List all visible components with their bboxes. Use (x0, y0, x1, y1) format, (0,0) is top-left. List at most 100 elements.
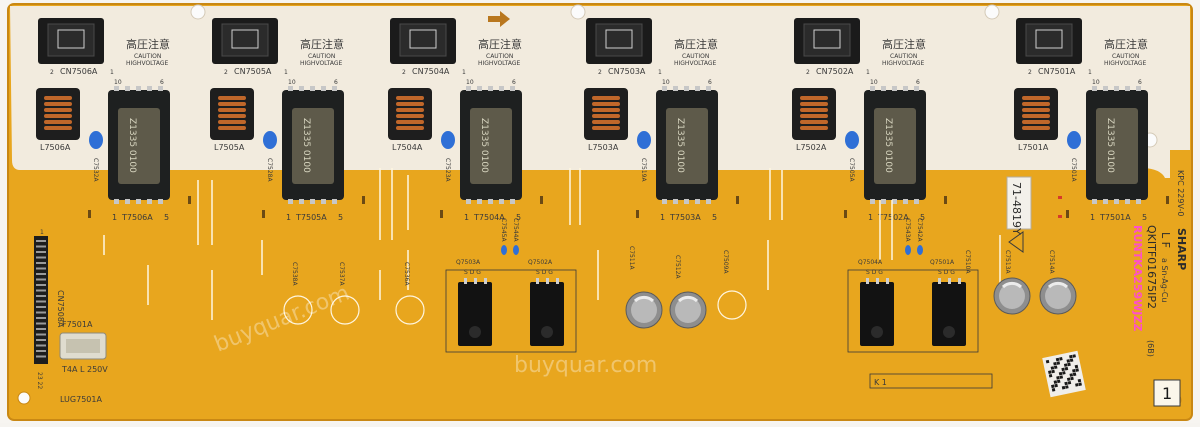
mosfet-lead (886, 278, 889, 284)
smd-part (1066, 210, 1069, 218)
inductor-label: L7501A (1018, 143, 1049, 152)
transformer-pin-number: 5 (1142, 213, 1147, 222)
transformer-pin-number: 1 (464, 213, 469, 222)
connector-pin (36, 328, 46, 330)
inductor-winding (1022, 102, 1050, 106)
transformer-pin-number: 1 (660, 213, 665, 222)
transformer-pin (881, 199, 886, 204)
transformer-pin (114, 86, 119, 91)
hv-connector-pin: 1 (110, 69, 114, 76)
inductor-winding (44, 126, 72, 130)
page-mark: 1 (1162, 384, 1172, 403)
barcode-cell (1072, 354, 1076, 358)
transformer-pin (1136, 199, 1141, 204)
hv-connector-socket (47, 23, 95, 57)
inductor-label: L7503A (588, 143, 619, 152)
mosfet-hole (469, 326, 481, 338)
hv-connector-label: CN7506A (60, 67, 98, 76)
transformer-core (666, 108, 708, 184)
transformer-pin (1092, 199, 1097, 204)
transformer-pin (914, 86, 919, 91)
red-mark (1058, 196, 1062, 199)
inductor-winding (218, 126, 246, 130)
caution-text: HIGHVOLTAGE (126, 60, 169, 67)
transformer-pin (488, 199, 493, 204)
barcode-cell (1072, 369, 1076, 373)
connector-pin (36, 251, 46, 253)
barcode-cell (1045, 359, 1050, 364)
barcode-cell (1075, 368, 1079, 372)
connector-pin (36, 256, 46, 259)
transformer-core-text: Z1335 0100 (301, 118, 311, 173)
cap-footprint (330, 295, 360, 325)
hv-connector-pin: 2 (224, 69, 228, 76)
transformer-pin-number: 10 (662, 79, 670, 86)
barcode-cell (1054, 383, 1058, 388)
barcode-cell (1078, 382, 1082, 386)
fuse-core (66, 339, 100, 353)
barcode-cell (1067, 362, 1071, 367)
hv-warning-text: 高圧注意 (882, 37, 926, 51)
barcode-cell (1077, 378, 1082, 383)
smd-part (944, 196, 947, 204)
transformer-pin (695, 199, 700, 204)
smd-part (736, 196, 739, 204)
inductor-winding (44, 102, 72, 106)
ceramic-capacitor (263, 131, 277, 149)
caution-text: HIGHVOLTAGE (300, 60, 343, 67)
hv-connector-pin: 2 (50, 69, 54, 76)
inductor-winding (44, 96, 72, 100)
mosfet-hole (541, 326, 553, 338)
transformer-pin (1136, 86, 1141, 91)
hv-connector-pin: 1 (462, 69, 466, 76)
barcode-cell (1048, 373, 1053, 378)
transformer-pin-number: 6 (512, 79, 516, 86)
inductor-winding (1022, 126, 1050, 130)
capacitor-label: C7510A (964, 250, 971, 274)
transformer-core-text: Z1335 0100 (127, 118, 137, 173)
ceramic-capacitor (89, 131, 103, 149)
transformer-pin (684, 199, 689, 204)
connector-pin (36, 262, 46, 264)
barcode-cell (1055, 357, 1060, 362)
mosfet-label: Q7501A (930, 259, 955, 266)
k1-box (869, 373, 993, 389)
transformer-core-text: Z1335 0100 (675, 118, 685, 173)
transformer-pin-number: 1 (1090, 213, 1095, 222)
transformer-pin (1103, 86, 1108, 91)
mosfet-body (932, 282, 966, 346)
inductor-winding (592, 102, 620, 106)
capacitor-label: C7543A (904, 218, 911, 242)
electrolytic-capacitor-top (675, 297, 701, 323)
electrolytic-capacitor-highlight (677, 295, 699, 303)
watermark: buyquar.com (514, 353, 657, 378)
transformer-label: T7501A (1099, 213, 1131, 222)
transformer-pin (870, 199, 875, 204)
capacitor-label: C7538A (291, 262, 298, 286)
hv-warning-text: 高圧注意 (300, 37, 344, 51)
transformer-pin (706, 199, 711, 204)
inductor-winding (218, 120, 246, 124)
transformer-pin (914, 199, 919, 204)
hv-connector-socket (1025, 23, 1073, 57)
capacitor-label: C7537A (338, 262, 345, 286)
part-suffix: (6B) (1146, 340, 1155, 357)
inductor-winding (396, 114, 424, 118)
transformer-pin (695, 86, 700, 91)
connector-pin (36, 317, 46, 319)
capacitor-label: C7542A (916, 218, 923, 242)
hv-connector-label: CN7502A (816, 67, 854, 76)
barcode-cell (1075, 383, 1079, 387)
transformer-pin (299, 199, 304, 204)
connector-pin (36, 322, 46, 325)
hv-connector-contact (813, 29, 841, 49)
inductor-winding (800, 96, 828, 100)
barcode-cell (1069, 354, 1073, 359)
lug-label: LUG7501A (60, 395, 102, 404)
transformer-pin (488, 86, 493, 91)
transformer-pin-number: 10 (288, 79, 296, 86)
part-number-pink: RUNTKA259WJZZ (1131, 225, 1144, 331)
mosfet-pins: S D G (938, 269, 955, 276)
mosfet-lead (474, 278, 477, 284)
